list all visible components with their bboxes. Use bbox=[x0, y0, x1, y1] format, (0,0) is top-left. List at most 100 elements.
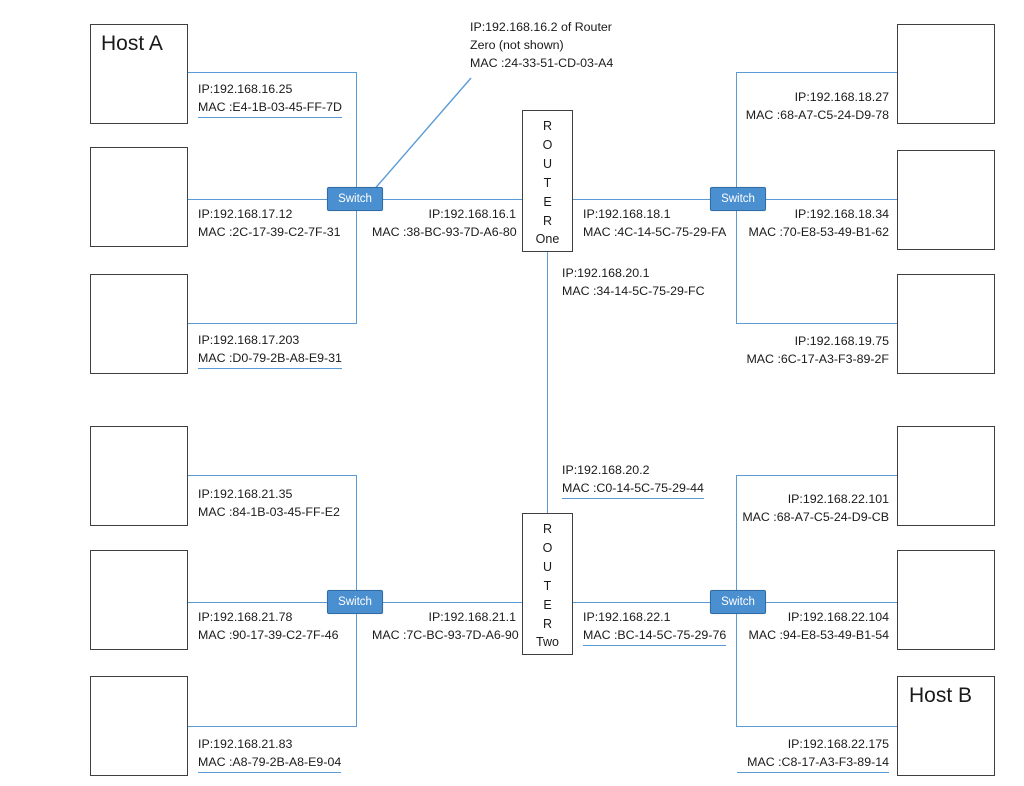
router-one[interactable]: R O U T E R One bbox=[522, 110, 573, 252]
host-box-tr-2[interactable] bbox=[897, 150, 995, 250]
label-router-two-east: IP:192.168.22.1 MAC :BC-14-5C-75-29-76 bbox=[583, 608, 727, 646]
router-two-letter-2: U bbox=[542, 560, 552, 574]
label-host-tl-3-mac: MAC :D0-79-2B-A8-E9-31 bbox=[198, 349, 342, 369]
label-host-bl-1-ip: IP:192.168.21.35 bbox=[198, 487, 293, 501]
router-zero-note-line1: IP:192.168.16.2 of Router bbox=[470, 20, 612, 34]
host-box-host-a[interactable] bbox=[90, 24, 188, 124]
label-router-two-north: IP:192.168.20.2 MAC :C0-14-5C-75-29-44 bbox=[562, 461, 704, 499]
label-router-two-north-ip: IP:192.168.20.2 bbox=[562, 463, 650, 477]
wire-host-tl2-to-bus bbox=[188, 199, 357, 201]
router-zero-note-line2: Zero (not shown) bbox=[470, 37, 564, 52]
host-box-br-2[interactable] bbox=[897, 550, 995, 650]
router-one-letter-3: T bbox=[543, 176, 552, 190]
label-router-two-east-mac: MAC :BC-14-5C-75-29-76 bbox=[583, 626, 727, 646]
router-two-name: Two bbox=[536, 635, 559, 649]
label-host-tr-3: IP:192.168.19.75 MAC :6C-17-A3-F3-89-2F bbox=[737, 332, 889, 369]
router-one-letter-5: R bbox=[542, 214, 552, 228]
label-host-bl-3-mac: MAC :A8-79-2B-A8-E9-04 bbox=[198, 753, 342, 773]
wire-bus-to-host-br1 bbox=[736, 475, 897, 477]
router-two[interactable]: R O U T E R Two bbox=[522, 513, 573, 655]
host-box-bl-3[interactable] bbox=[90, 676, 188, 776]
label-host-bl-2: IP:192.168.21.78 MAC :90-17-39-C2-7F-46 bbox=[198, 608, 338, 645]
label-host-b-mac: MAC :C8-17-A3-F3-89-14 bbox=[737, 753, 889, 773]
host-box-bl-2[interactable] bbox=[90, 550, 188, 650]
label-host-bl-1: IP:192.168.21.35 MAC :84-1B-03-45-FF-E2 bbox=[198, 485, 340, 522]
wire-router-one-to-router-two bbox=[547, 252, 549, 514]
label-host-tr-2: IP:192.168.18.34 MAC :70-E8-53-49-B1-62 bbox=[737, 205, 890, 242]
host-box-tr-1[interactable] bbox=[897, 24, 995, 124]
host-box-tl-2[interactable] bbox=[90, 147, 188, 247]
label-router-two-west-ip: IP:192.168.21.1 bbox=[428, 610, 517, 624]
host-a-title: Host A bbox=[101, 32, 163, 55]
label-host-b-ip: IP:192.168.22.175 bbox=[787, 737, 889, 751]
switch-bottom-left[interactable]: Switch bbox=[327, 590, 383, 614]
wire-host-bl1-to-bus bbox=[188, 475, 357, 477]
wire-switch-tr-to-host-tr2 bbox=[761, 199, 897, 201]
label-router-two-north-mac: MAC :C0-14-5C-75-29-44 bbox=[562, 479, 704, 499]
label-host-br-1: IP:192.168.22.101 MAC :68-A7-C5-24-D9-CB bbox=[737, 490, 889, 527]
host-box-tl-3[interactable] bbox=[90, 274, 188, 374]
router-one-name: One bbox=[535, 232, 560, 246]
label-host-tr-2-ip: IP:192.168.18.34 bbox=[794, 207, 889, 221]
router-one-letter-0: R bbox=[542, 119, 552, 133]
label-host-tl-3: IP:192.168.17.203 MAC :D0-79-2B-A8-E9-31 bbox=[198, 331, 342, 369]
wire-host-bl3-to-bus bbox=[188, 726, 357, 728]
label-router-one-east-ip: IP:192.168.18.1 bbox=[583, 207, 671, 221]
router-two-letter-5: R bbox=[542, 617, 552, 631]
label-host-a: IP:192.168.16.25 MAC :E4-1B-03-45-FF-7D bbox=[198, 80, 342, 118]
wire-bus-to-host-tr3 bbox=[736, 323, 897, 325]
label-router-one-east: IP:192.168.18.1 MAC :4C-14-5C-75-29-FA bbox=[583, 205, 726, 242]
label-host-bl-3: IP:192.168.21.83 MAC :A8-79-2B-A8-E9-04 bbox=[198, 735, 342, 773]
host-box-bl-1[interactable] bbox=[90, 426, 188, 526]
router-two-letter-0: R bbox=[542, 522, 552, 536]
wire-switch-bl-to-router-two bbox=[382, 602, 523, 604]
label-host-a-ip: IP:192.168.16.25 bbox=[198, 82, 293, 96]
router-one-letters: R O U T E R bbox=[543, 117, 553, 231]
label-host-tr-2-mac: MAC :70-E8-53-49-B1-62 bbox=[748, 225, 890, 240]
wire-host-tl3-to-bus bbox=[188, 323, 357, 325]
router-two-letter-4: E bbox=[543, 598, 552, 612]
switch-top-right[interactable]: Switch bbox=[710, 187, 766, 211]
label-host-tr-3-mac: MAC :6C-17-A3-F3-89-2F bbox=[746, 352, 889, 367]
host-box-host-b[interactable] bbox=[897, 676, 995, 776]
label-router-two-east-ip: IP:192.168.22.1 bbox=[583, 610, 671, 624]
router-one-letter-1: O bbox=[542, 138, 553, 152]
router-zero-note-line3: MAC :24-33-51-CD-03-A4 bbox=[470, 55, 614, 70]
label-router-one-east-mac: MAC :4C-14-5C-75-29-FA bbox=[583, 225, 727, 240]
label-host-tl-3-ip: IP:192.168.17.203 bbox=[198, 333, 300, 347]
label-router-one-west: IP:192.168.16.1 MAC :38-BC-93-7D-A6-80 bbox=[372, 205, 517, 242]
label-host-tl-2-mac: MAC :2C-17-39-C2-7F-31 bbox=[198, 225, 341, 240]
label-router-one-south-ip: IP:192.168.20.1 bbox=[562, 266, 650, 280]
label-host-tl-2: IP:192.168.17.12 MAC :2C-17-39-C2-7F-31 bbox=[198, 205, 341, 242]
label-host-tr-1-mac: MAC :68-A7-C5-24-D9-78 bbox=[745, 108, 889, 123]
wire-host-a-to-bus bbox=[188, 72, 357, 74]
label-host-a-mac: MAC :E4-1B-03-45-FF-7D bbox=[198, 98, 342, 118]
label-host-tr-3-ip: IP:192.168.19.75 bbox=[794, 334, 889, 348]
label-host-bl-3-ip: IP:192.168.21.83 bbox=[198, 737, 293, 751]
wire-router-one-to-switch-tr bbox=[572, 199, 713, 201]
wire-host-bl2-to-bus bbox=[188, 602, 357, 604]
label-host-br-1-ip: IP:192.168.22.101 bbox=[787, 492, 889, 506]
router-two-letters: R O U T E R bbox=[543, 520, 553, 634]
label-host-br-2-ip: IP:192.168.22.104 bbox=[787, 610, 889, 624]
switch-top-left[interactable]: Switch bbox=[327, 187, 383, 211]
label-router-one-south: IP:192.168.20.1 MAC :34-14-5C-75-29-FC bbox=[562, 264, 705, 301]
label-host-bl-1-mac: MAC :84-1B-03-45-FF-E2 bbox=[198, 505, 340, 520]
wire-bus-to-host-b bbox=[736, 726, 897, 728]
wire-switch-br-to-host-br2 bbox=[761, 602, 897, 604]
label-host-tl-2-ip: IP:192.168.17.12 bbox=[198, 207, 293, 221]
label-host-br-1-mac: MAC :68-A7-C5-24-D9-CB bbox=[742, 510, 889, 525]
label-router-one-west-mac: MAC :38-BC-93-7D-A6-80 bbox=[372, 225, 517, 240]
router-zero-note: IP:192.168.16.2 of Router Zero (not show… bbox=[470, 19, 613, 73]
host-box-tr-3[interactable] bbox=[897, 274, 995, 374]
label-host-tr-1-ip: IP:192.168.18.27 bbox=[794, 90, 889, 104]
label-host-br-2: IP:192.168.22.104 MAC :94-E8-53-49-B1-54 bbox=[737, 608, 890, 645]
label-host-tr-1: IP:192.168.18.27 MAC :68-A7-C5-24-D9-78 bbox=[737, 88, 889, 125]
label-host-bl-2-mac: MAC :90-17-39-C2-7F-46 bbox=[198, 628, 339, 643]
wire-router-two-to-switch-br bbox=[572, 602, 713, 604]
switch-bottom-right[interactable]: Switch bbox=[710, 590, 766, 614]
host-box-br-1[interactable] bbox=[897, 426, 995, 526]
router-two-letter-1: O bbox=[542, 541, 553, 555]
host-b-title: Host B bbox=[909, 684, 973, 707]
label-host-b: IP:192.168.22.175 MAC :C8-17-A3-F3-89-14 bbox=[737, 735, 889, 773]
